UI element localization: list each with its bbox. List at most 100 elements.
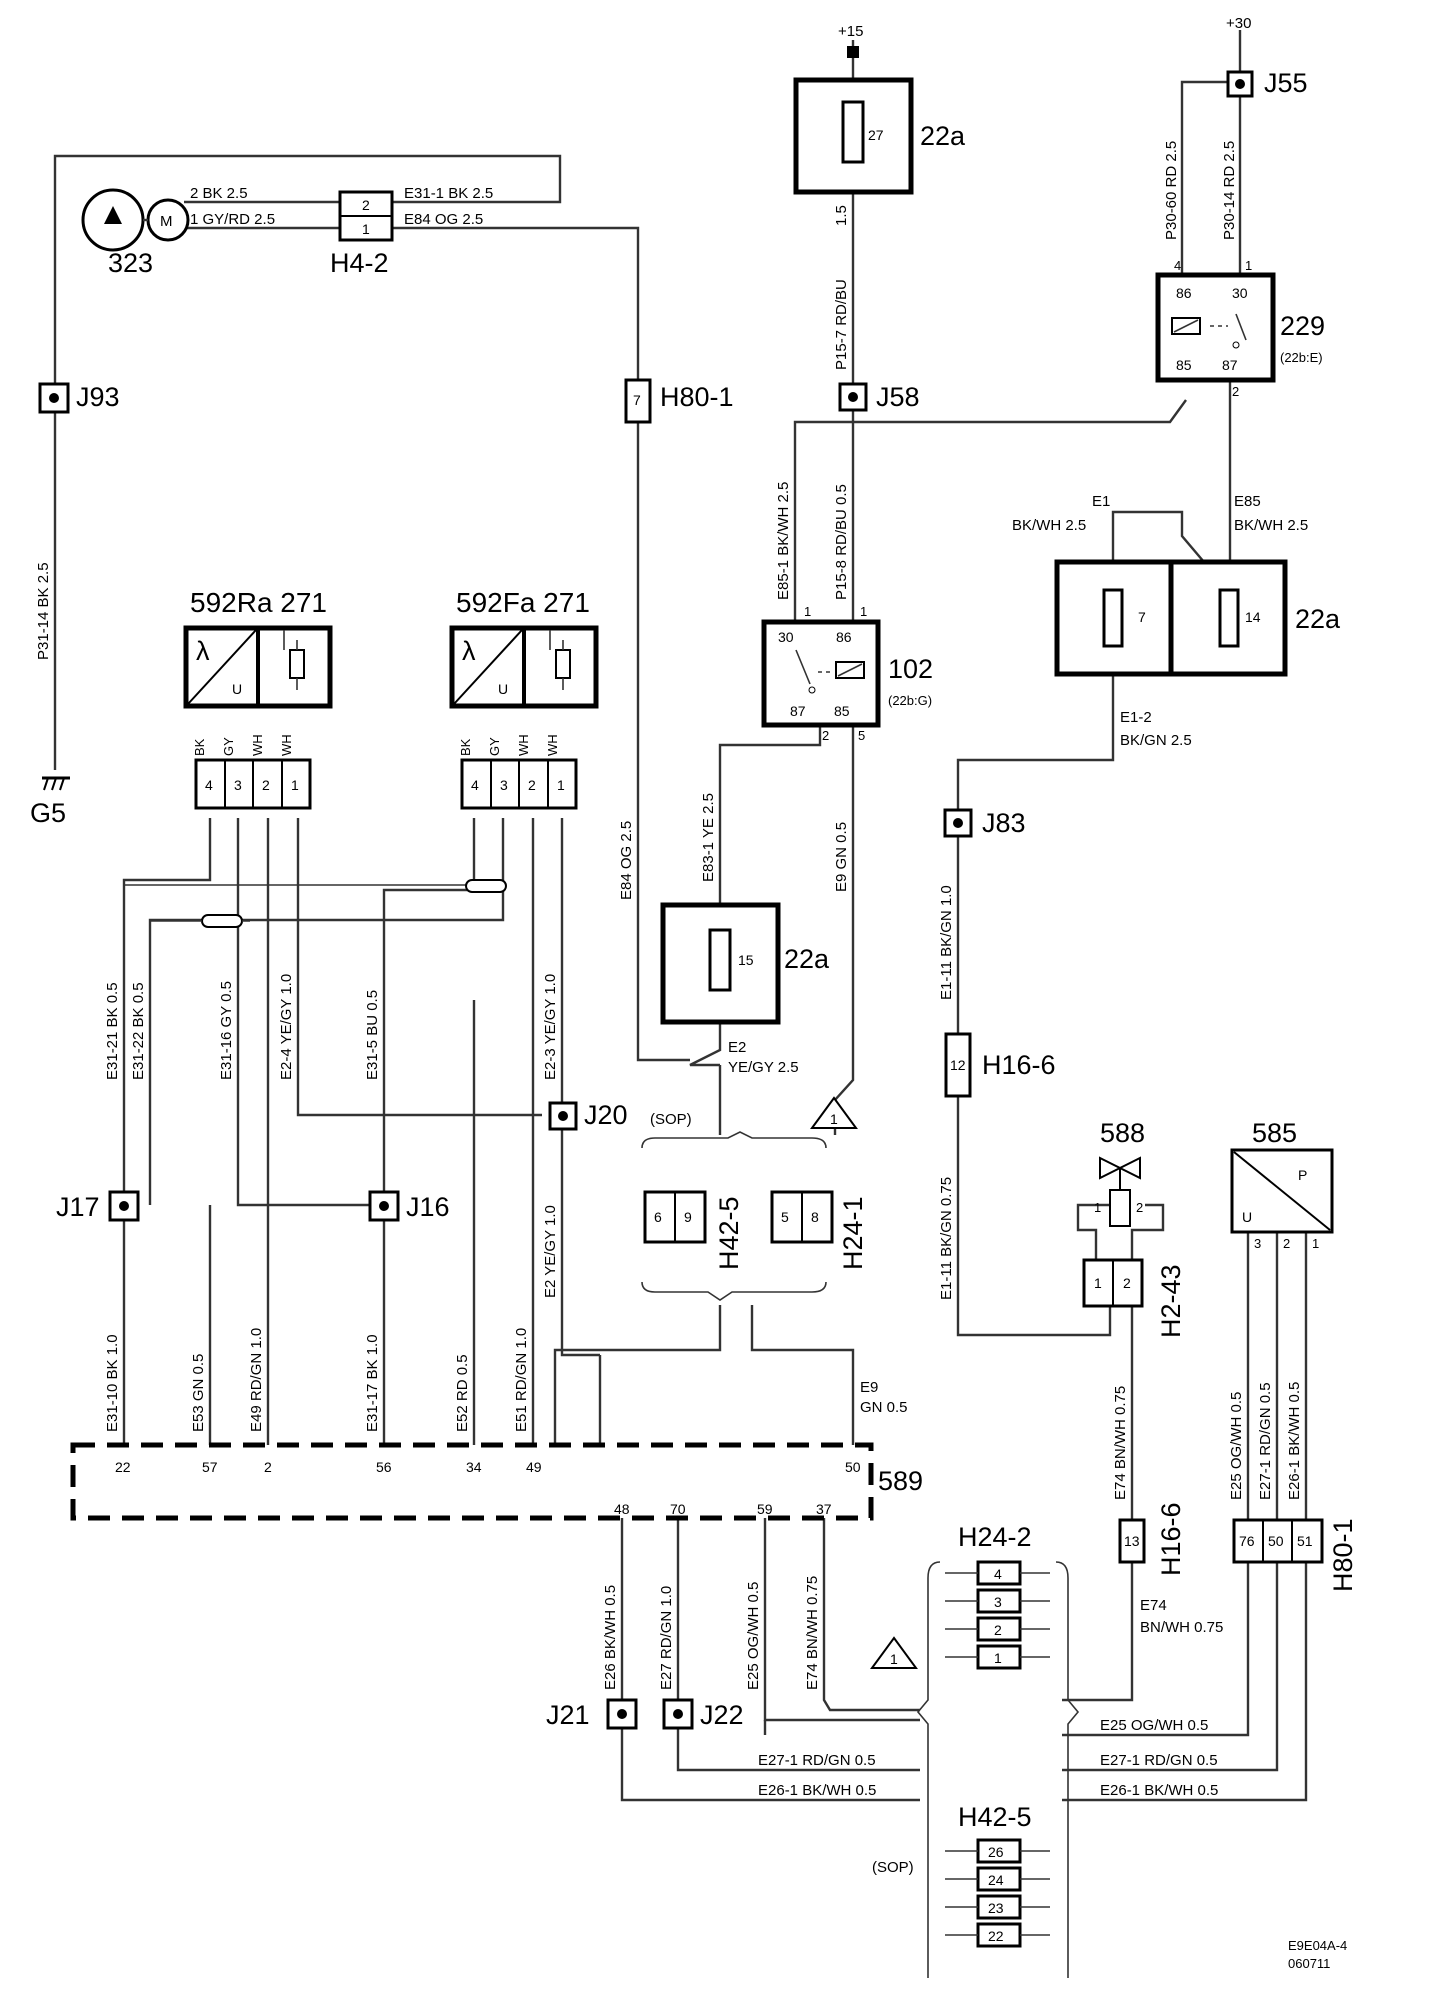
connector-h42-5-low: H42-5 (SOP) 26 24 23 22 — [872, 1802, 1050, 1948]
h80-1-low-pin-76: 76 — [1239, 1533, 1255, 1549]
wire-e26-1-r: E26-1 BK/WH 0.5 — [1100, 1782, 1218, 1799]
valve-588-label: 588 — [1100, 1118, 1145, 1148]
footer-code: E9E04A-4 — [1288, 1938, 1347, 1953]
ecu-pin-48: 48 — [614, 1501, 630, 1517]
wire-e26: E26 BK/WH 0.5 — [602, 1585, 619, 1690]
fuse-box-22a-top: 27 22a — [793, 77, 966, 195]
connector-h80-1-low: 76 50 51 H80-1 — [1232, 1518, 1358, 1592]
relay-102-label: 102 — [888, 654, 933, 684]
wire-e2-4: E2-4 YE/GY 1.0 — [278, 974, 295, 1080]
wire-e1-11-a: E1-11 BK/GN 1.0 — [938, 885, 955, 1000]
ground-g5: G5 — [30, 776, 70, 828]
wire-e9-low-val: GN 0.5 — [860, 1399, 908, 1416]
valve-588-pin-1: 1 — [1094, 1200, 1101, 1215]
h42-5-low-label: H42-5 — [958, 1802, 1032, 1832]
junction-j20-label: J20 — [584, 1100, 628, 1130]
relay-102: 30 86 87 85 102 (22b:G) 1 1 2 5 — [761, 604, 933, 743]
note-triangle-2: 1 — [870, 1636, 918, 1669]
wire-e31-5: E31-5 BU 0.5 — [364, 990, 381, 1080]
wire-p31-14: P31-14 BK 2.5 — [35, 562, 52, 660]
junction-j17: J17 — [56, 1190, 140, 1222]
fa-color-gy: GY — [487, 737, 502, 756]
junction-j22: J22 — [662, 1698, 744, 1730]
shield-fa — [465, 879, 507, 893]
note-triangle-2-label: 1 — [890, 1651, 898, 1667]
wire-e74: E74 BN/WH 0.75 — [804, 1576, 821, 1690]
h2-43-pin-2: 2 — [1123, 1275, 1131, 1291]
wire-e1-11-b: E1-11 BK/GN 0.75 — [938, 1177, 955, 1300]
h16-6-a-pin: 12 — [950, 1057, 966, 1073]
relay-102-ref: (22b:G) — [888, 693, 932, 708]
sensor-585-pin-1: 1 — [1312, 1236, 1319, 1251]
sensor-592ra-label: 592Ra 271 — [190, 587, 327, 618]
connector-h2-43: 1 2 H2-43 — [1082, 1258, 1186, 1338]
h4-2-pin-2: 2 — [362, 197, 370, 213]
sensor-585: 585 U P 3 2 1 — [1230, 1118, 1334, 1251]
h42-5-low-pin-26: 26 — [988, 1844, 1004, 1860]
h80-1-top-label: H80-1 — [660, 382, 734, 412]
h42-5-low-pin-23: 23 — [988, 1900, 1004, 1916]
fa-color-wh-1: WH — [516, 734, 531, 756]
wire-e27-1-l: E27-1 RD/GN 0.5 — [758, 1752, 876, 1769]
wire-e25-h: E25 OG/WH 0.5 — [1100, 1717, 1208, 1734]
wire-e2-val: YE/GY 2.5 — [728, 1059, 799, 1076]
junction-j58: J58 — [838, 382, 920, 412]
ecu-pin-34: 34 — [466, 1459, 482, 1475]
ground-g5-label: G5 — [30, 798, 66, 828]
sensor-585-pin-3: 3 — [1254, 1236, 1261, 1251]
wire-e27-1-r: E27-1 RD/GN 0.5 — [1100, 1752, 1218, 1769]
fuse-box-22a-mid: 7 14 22a — [1054, 559, 1341, 677]
fuse-box-22a-low-label: 22a — [784, 944, 830, 974]
ra-color-gy: GY — [221, 737, 236, 756]
valve-588: 588 1 2 — [1094, 1118, 1145, 1227]
wire-e9-top: E9 GN 0.5 — [833, 822, 850, 892]
relay-102-wire-5: 5 — [858, 728, 865, 743]
wire-e31-16: E31-16 GY 0.5 — [218, 981, 235, 1080]
wire-e85-1: E85-1 BK/WH 2.5 — [775, 482, 792, 600]
ra-lambda: λ — [196, 636, 210, 666]
h4-2-label: H4-2 — [330, 248, 389, 278]
sensor-585-u: U — [1242, 1209, 1252, 1225]
h80-1-top-pin: 7 — [633, 392, 641, 408]
fa-color-wh-2: WH — [545, 734, 560, 756]
relay-102-pin-86: 86 — [836, 629, 852, 645]
wire-e83-1: E83-1 YE 2.5 — [700, 793, 717, 882]
wire-e1: E1 — [1092, 493, 1110, 510]
sensor-585-pin-2: 2 — [1283, 1236, 1290, 1251]
h42-5-pin-9: 9 — [684, 1209, 692, 1225]
wire-e31-22: E31-22 BK 0.5 — [130, 982, 147, 1080]
relay-229-pin-87: 87 — [1222, 357, 1238, 373]
junction-j58-label: J58 — [876, 382, 920, 412]
ecu-589-label: 589 — [878, 1466, 923, 1496]
wire-labels: 2 BK 2.5 1 GY/RD 2.5 E31-1 BK 2.5 E84 OG… — [35, 141, 1308, 1799]
supply-30: +30 J55 — [1226, 15, 1308, 98]
fa-color-bk: BK — [458, 738, 473, 756]
wire-e25-up: E25 OG/WH 0.5 — [1228, 1392, 1245, 1500]
wire-p15-8: P15-8 RD/BU 0.5 — [833, 484, 850, 600]
ecu-pin-56: 56 — [376, 1459, 392, 1475]
connector-h4-2: 2 1 H4-2 — [330, 190, 394, 278]
wire-e2-low: E2 YE/GY 1.0 — [542, 1205, 559, 1298]
supply-15: +15 — [838, 23, 863, 58]
ra-color-wh-2: WH — [279, 734, 294, 756]
wire-e49: E49 RD/GN 1.0 — [248, 1328, 265, 1432]
wire-e25: E25 OG/WH 0.5 — [745, 1582, 762, 1690]
junction-j83: J83 — [943, 808, 1026, 838]
supply-30-label: +30 — [1226, 15, 1251, 32]
wire-p30-14: P30-14 RD 2.5 — [1221, 141, 1238, 240]
h80-1-low-pin-51: 51 — [1297, 1533, 1313, 1549]
relay-229-pin-30: 30 — [1232, 285, 1248, 301]
sensor-592ra: 592Ra 271 λ U 4 3 2 1 BK GY WH WH — [183, 587, 333, 810]
h42-5-pin-6: 6 — [654, 1209, 662, 1225]
fa-pin-2: 2 — [528, 777, 536, 793]
pump-323: M 323 — [81, 188, 190, 278]
wire-e74-r-val: BN/WH 0.75 — [1140, 1619, 1223, 1636]
relay-229-ref: (22b:E) — [1280, 350, 1323, 365]
motor-m-label: M — [160, 213, 173, 230]
ecu-pin-2: 2 — [264, 1459, 272, 1475]
wire-e51: E51 RD/GN 1.0 — [513, 1328, 530, 1432]
wire-323-1: 1 GY/RD 2.5 — [190, 211, 275, 228]
junction-j22-label: J22 — [700, 1700, 744, 1730]
wire-e74-r: E74 — [1140, 1597, 1167, 1614]
ecu-pin-22: 22 — [115, 1459, 131, 1475]
